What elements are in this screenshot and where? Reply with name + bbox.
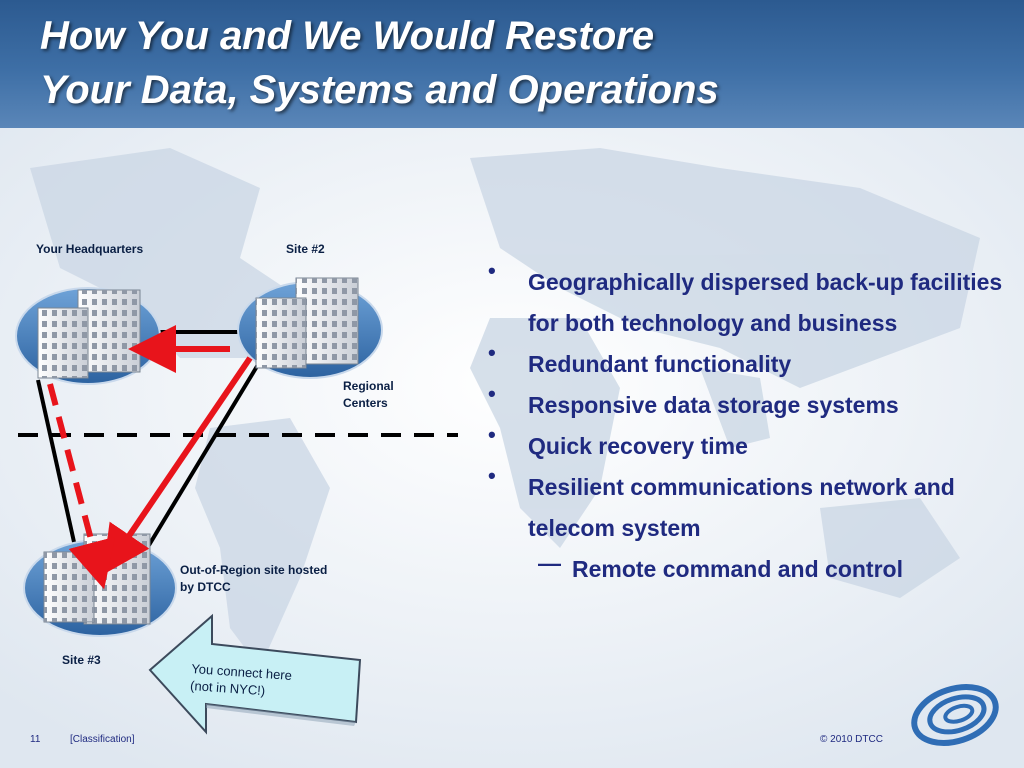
bullet-glyph: • bbox=[488, 381, 496, 406]
regional-centers-label: Regional Centers bbox=[343, 379, 394, 410]
bullet-glyph: • bbox=[488, 422, 496, 447]
classification-label: [Classification] bbox=[70, 734, 135, 745]
callout-arrow-shadow bbox=[206, 704, 356, 726]
out-of-region-label: Out-of-Region site hosted by DTCC bbox=[180, 563, 328, 594]
site2-site3-link bbox=[138, 356, 264, 562]
bullet-item: •Geographically dispersed back-up facili… bbox=[488, 258, 1008, 344]
hq-site3-link bbox=[36, 379, 80, 561]
slide-title-line-1: How You and We Would Restore bbox=[40, 14, 655, 58]
bullet-item: •Redundant functionality bbox=[488, 340, 1008, 385]
headquarters-label: Your Headquarters bbox=[36, 242, 144, 256]
bullet-item: •Resilient communications network and te… bbox=[488, 463, 1008, 549]
bullet-item: •Responsive data storage systems bbox=[488, 381, 1008, 426]
slide-header: How You and We Would Restore Your Data, … bbox=[0, 0, 1024, 128]
bullet-item: •Quick recovery time bbox=[488, 422, 1008, 467]
bullet-glyph: • bbox=[488, 258, 496, 283]
slide-title-line-2: Your Data, Systems and Operations bbox=[40, 68, 719, 112]
callout-text: You connect here (not in NYC!) bbox=[189, 660, 293, 699]
page-number: 11 bbox=[30, 734, 41, 745]
feature-bullet-list: •Geographically dispersed back-up facili… bbox=[488, 258, 1008, 590]
headquarters-building-icon bbox=[15, 287, 161, 385]
site2-to-site3-arrow bbox=[102, 356, 253, 575]
bullet-glyph: • bbox=[488, 340, 496, 365]
sub-bullet-item: —Remote command and control bbox=[488, 549, 1008, 590]
site2-building-icon bbox=[237, 277, 383, 379]
bullet-glyph: • bbox=[488, 463, 496, 488]
hq-to-site3-dashed-arrow bbox=[47, 383, 116, 590]
site3-building-icon bbox=[23, 533, 177, 637]
sub-bullet-dash: — bbox=[538, 550, 561, 576]
site2-label: Site #2 bbox=[286, 242, 325, 256]
dtcc-logo-icon bbox=[911, 684, 999, 746]
copyright-label: © 2010 DTCC bbox=[820, 734, 883, 745]
site3-label: Site #3 bbox=[62, 653, 101, 667]
